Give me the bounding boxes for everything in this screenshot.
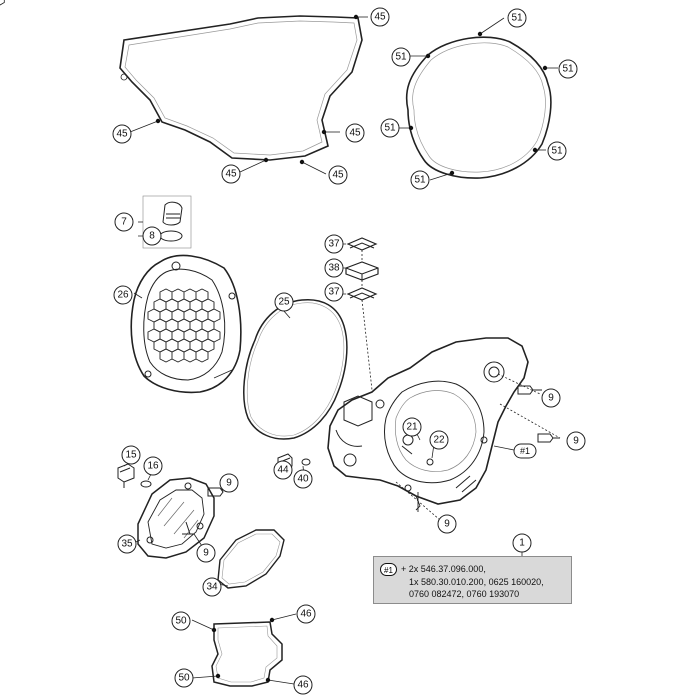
svg-text:51: 51 bbox=[511, 13, 523, 24]
svg-text:25: 25 bbox=[278, 297, 290, 308]
svg-text:46: 46 bbox=[300, 609, 312, 620]
svg-text:15: 15 bbox=[125, 450, 137, 461]
callout-bubbles: 45 45 45 45 45 51 51 51 51 51 51 7 8 26 … bbox=[112, 7, 586, 695]
callout-7: 7 bbox=[114, 212, 134, 232]
callout-45-a: 45 bbox=[370, 7, 390, 27]
svg-text:50: 50 bbox=[178, 673, 190, 684]
callout-37-b: 37 bbox=[324, 282, 344, 302]
callout-35: 35 bbox=[117, 534, 137, 554]
gasket-cylinder-cover-45 bbox=[119, 15, 363, 161]
svg-text:45: 45 bbox=[116, 129, 128, 140]
note-line-3: 0760 082472, 0760 193070 bbox=[409, 589, 520, 599]
svg-text:45: 45 bbox=[225, 169, 237, 180]
svg-text:45: 45 bbox=[374, 12, 386, 23]
callout-9-b: 9 bbox=[566, 431, 586, 451]
svg-text:51: 51 bbox=[562, 64, 574, 75]
leader-dots bbox=[155, 14, 548, 683]
callout-8: 8 bbox=[142, 226, 162, 246]
outer-clutch-cover-26 bbox=[0, 0, 242, 394]
note-line-1: + 2x 546.37.096.000, bbox=[401, 564, 486, 574]
svg-text:26: 26 bbox=[117, 290, 129, 301]
svg-text:44: 44 bbox=[277, 465, 289, 476]
callout-50-a: 50 bbox=[171, 611, 191, 631]
bolt-9-group bbox=[182, 385, 560, 535]
clutch-cover-gasket-25 bbox=[243, 298, 348, 440]
callout-51-b: 51 bbox=[391, 47, 411, 67]
callout-16: 16 bbox=[143, 456, 163, 476]
gasket-bottom-50-46 bbox=[211, 621, 283, 687]
callout-51-a: 51 bbox=[507, 8, 527, 28]
callout-26: 26 bbox=[113, 285, 133, 305]
svg-text:37: 37 bbox=[328, 239, 340, 250]
callout-45-e: 45 bbox=[328, 165, 348, 185]
svg-text:37: 37 bbox=[328, 287, 340, 298]
callout-37-a: 37 bbox=[324, 234, 344, 254]
callout-34: 34 bbox=[202, 577, 222, 597]
svg-text:50: 50 bbox=[175, 616, 187, 627]
callout-9-e: 9 bbox=[196, 543, 216, 563]
callout-9-d: 9 bbox=[219, 473, 239, 493]
svg-text:34: 34 bbox=[206, 582, 218, 593]
callout-45-c: 45 bbox=[345, 123, 365, 143]
kit-contents-note: #1 + 2x 546.37.096.000, 1x 580.30.010.20… bbox=[373, 556, 572, 604]
svg-text:51: 51 bbox=[551, 146, 563, 157]
svg-text:35: 35 bbox=[121, 539, 133, 550]
svg-text:22: 22 bbox=[433, 435, 445, 446]
callout-46-b: 46 bbox=[293, 675, 313, 695]
svg-text:9: 9 bbox=[548, 393, 554, 404]
svg-text:51: 51 bbox=[395, 52, 407, 63]
gasket-ignition-cover-51 bbox=[405, 36, 552, 179]
svg-text:51: 51 bbox=[384, 123, 396, 134]
svg-text:9: 9 bbox=[226, 478, 232, 489]
callout-38: 38 bbox=[324, 258, 344, 278]
svg-text:45: 45 bbox=[332, 170, 344, 181]
callout-25: 25 bbox=[274, 292, 294, 312]
callout-9-c: 9 bbox=[437, 514, 457, 534]
shim-stack-37-38 bbox=[345, 237, 379, 301]
callout-46-a: 46 bbox=[296, 604, 316, 624]
svg-text:38: 38 bbox=[328, 263, 340, 274]
svg-text:51: 51 bbox=[414, 175, 426, 186]
callout-51-e: 51 bbox=[547, 141, 567, 161]
callout-9-a: 9 bbox=[541, 388, 561, 408]
water-pump-gasket-34 bbox=[217, 529, 285, 589]
note-kit-tag: #1 bbox=[380, 563, 397, 576]
svg-text:40: 40 bbox=[297, 474, 309, 485]
callout-51-d: 51 bbox=[380, 118, 400, 138]
callout-1: 1 bbox=[512, 533, 532, 553]
svg-text:7: 7 bbox=[121, 217, 127, 228]
svg-text:21: 21 bbox=[406, 422, 418, 433]
note-line-2: 1x 580.30.010.200, 0625 160020, bbox=[409, 577, 544, 587]
svg-text:9: 9 bbox=[203, 548, 209, 559]
svg-text:45: 45 bbox=[349, 128, 361, 139]
inner-clutch-cover bbox=[327, 337, 529, 505]
svg-text:8: 8 bbox=[149, 231, 155, 242]
callout-51-f: 51 bbox=[410, 170, 430, 190]
svg-text:9: 9 bbox=[573, 436, 579, 447]
svg-text:1: 1 bbox=[519, 538, 525, 549]
callout-1-tag: #1 bbox=[513, 443, 537, 459]
svg-text:9: 9 bbox=[444, 519, 450, 530]
svg-text:46: 46 bbox=[297, 680, 309, 691]
callout-51-c: 51 bbox=[558, 59, 578, 79]
callout-15: 15 bbox=[121, 445, 141, 465]
callout-21: 21 bbox=[402, 417, 422, 437]
callout-45-b: 45 bbox=[112, 124, 132, 144]
callout-44: 44 bbox=[273, 460, 293, 480]
callout-50-b: 50 bbox=[174, 668, 194, 688]
callout-45-d: 45 bbox=[221, 164, 241, 184]
water-pump-cover-35 bbox=[137, 477, 215, 559]
callout-40: 40 bbox=[293, 469, 313, 489]
svg-text:#1: #1 bbox=[520, 446, 530, 456]
callout-22: 22 bbox=[429, 430, 449, 450]
svg-text:16: 16 bbox=[147, 461, 159, 472]
